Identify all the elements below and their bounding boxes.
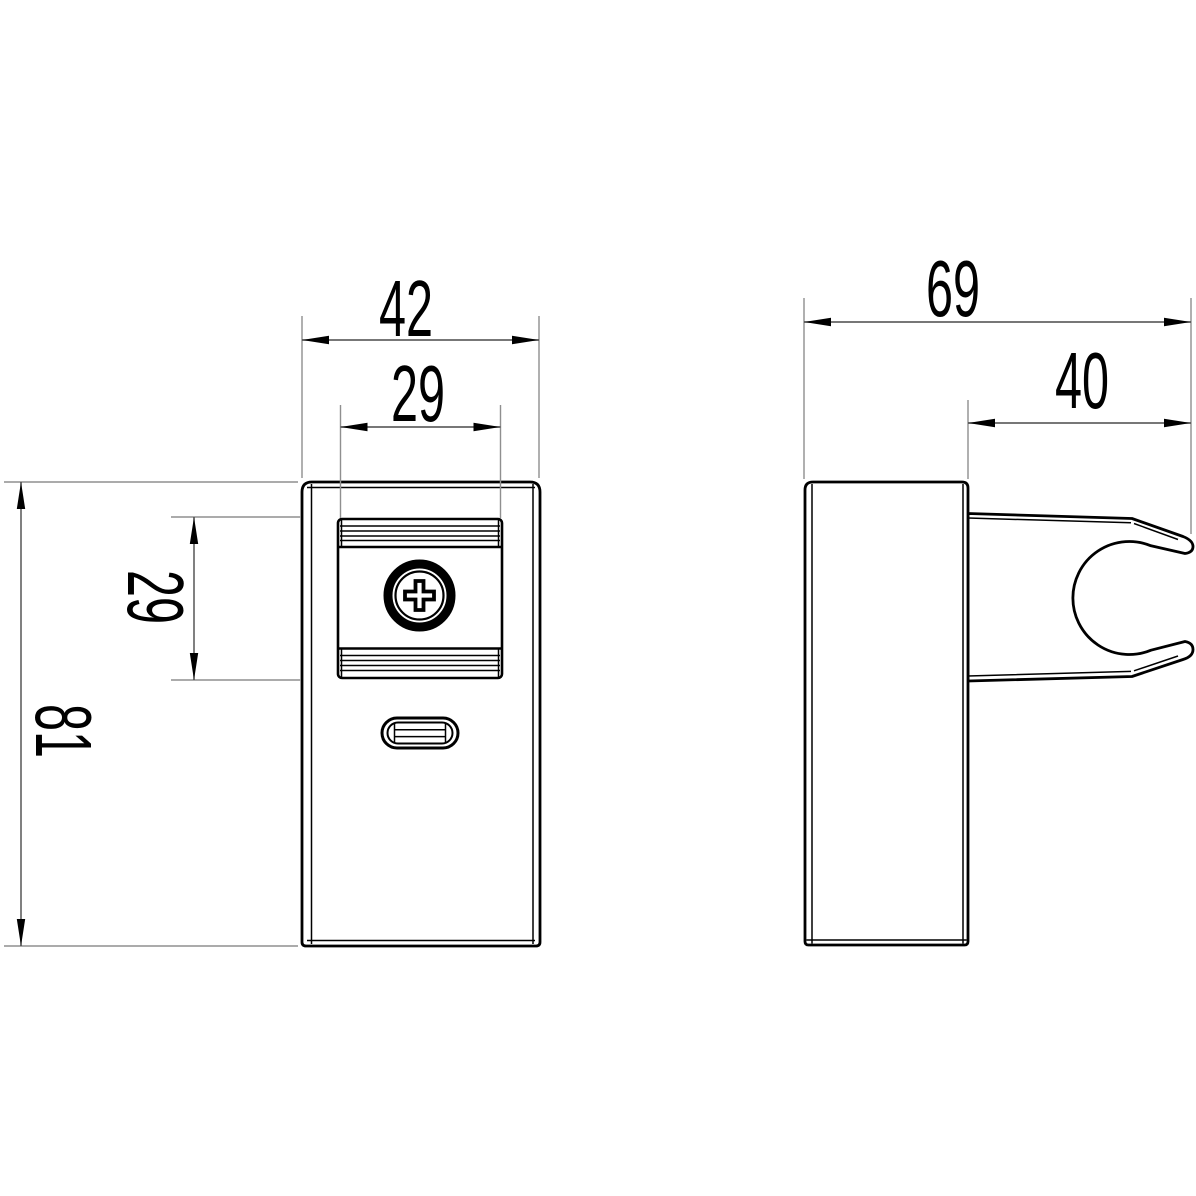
dim-label-69: 69 bbox=[926, 244, 980, 333]
dimension-front-height: 81 bbox=[16, 482, 108, 946]
plate-band-edges bbox=[339, 545, 501, 650]
clamp-arm-bottom-inner-edge bbox=[967, 655, 1179, 677]
dimension-holder-depth: 40 bbox=[968, 336, 1191, 428]
dimension-front-width: 42 bbox=[302, 264, 539, 353]
handset-clip-profile bbox=[966, 512, 1195, 683]
dim-arrow-69-right bbox=[1164, 317, 1191, 327]
plate-ridge-end-ticks bbox=[340, 520, 500, 677]
dim-label-29v: 29 bbox=[111, 570, 200, 624]
side-body-inner-edges bbox=[806, 484, 967, 944]
slider-button-icon bbox=[380, 716, 460, 750]
front-body-outline bbox=[300, 480, 542, 948]
dim-arrow-40-right bbox=[1164, 418, 1191, 428]
plate-top-ridges bbox=[340, 525, 500, 542]
slider-inner-capsule bbox=[386, 721, 454, 745]
plate-outline bbox=[336, 517, 504, 680]
dimension-side-depth: 69 bbox=[804, 244, 1191, 333]
clamp-arm-top-inner-edge bbox=[967, 517, 1179, 541]
dim-arrow-40-left bbox=[968, 418, 995, 428]
screw-head-circle bbox=[394, 570, 445, 621]
phillips-screw-icon bbox=[383, 559, 456, 632]
dimension-plate-height: 29 bbox=[111, 517, 200, 680]
slider-grip-lines bbox=[393, 723, 447, 743]
front-body-inner-edges bbox=[307, 484, 535, 944]
plate-bottom-ridges bbox=[340, 654, 500, 672]
dim-arrow-81-bottom bbox=[16, 919, 26, 946]
dimensions: 42 29 69 40 81 bbox=[4, 244, 1192, 947]
dim-arrow-69-left bbox=[804, 317, 831, 327]
screw-cross-slot bbox=[403, 579, 436, 612]
dim-label-40: 40 bbox=[1055, 336, 1109, 425]
mounting-plate bbox=[336, 517, 504, 680]
dim-arrow-29h-right bbox=[473, 422, 501, 432]
side-view bbox=[803, 480, 1195, 947]
slider-outer-capsule bbox=[380, 716, 460, 750]
dim-label-29h: 29 bbox=[391, 349, 445, 438]
front-view bbox=[300, 480, 542, 948]
extension-lines bbox=[4, 298, 1192, 947]
dim-label-81: 81 bbox=[19, 704, 108, 758]
side-body-outline bbox=[803, 480, 970, 947]
dimension-plate-width: 29 bbox=[340, 349, 501, 438]
dim-arrow-29h-left bbox=[340, 422, 368, 432]
dim-arrow-29v-top bbox=[189, 517, 199, 544]
dim-label-42: 42 bbox=[379, 264, 433, 353]
dim-arrow-42-right bbox=[512, 335, 539, 345]
dim-arrow-81-top bbox=[16, 482, 26, 509]
dim-arrow-42-left bbox=[302, 335, 329, 345]
dim-arrow-29v-bottom bbox=[189, 653, 199, 680]
